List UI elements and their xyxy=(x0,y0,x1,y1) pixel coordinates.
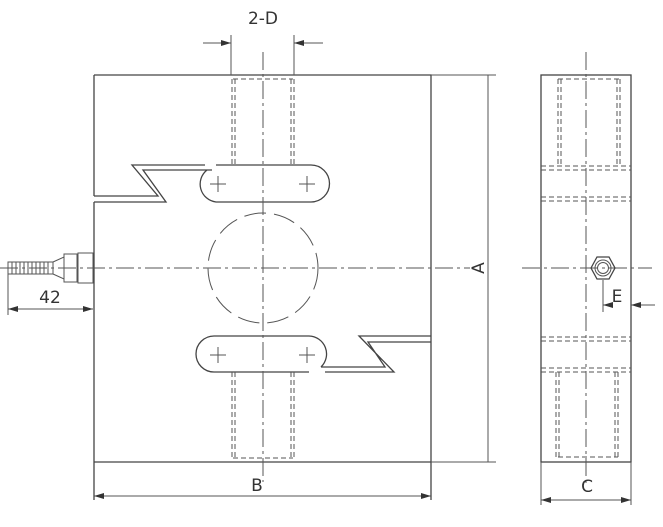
dimension-b: B xyxy=(94,476,431,499)
cable-length-label: 42 xyxy=(39,288,61,308)
hole-spec-label: 2-D xyxy=(248,9,278,29)
width-label: B xyxy=(251,476,263,496)
hex-nut-icon xyxy=(590,256,616,280)
dimension-42: 42 xyxy=(7,274,93,315)
thread-hole-bottom xyxy=(231,372,295,459)
dimension-2d: 2-D xyxy=(203,9,323,75)
height-label: A xyxy=(469,262,489,274)
slot-crosses xyxy=(210,176,315,363)
front-view xyxy=(0,52,470,500)
side-view xyxy=(522,52,652,505)
dimension-c: C xyxy=(541,477,631,503)
cable-connector-icon xyxy=(7,252,94,284)
side-hole-bottom xyxy=(555,372,619,458)
side-hole-top xyxy=(557,78,621,165)
dimension-e: E xyxy=(602,280,655,312)
dimension-a: A xyxy=(431,74,496,463)
thread-hole-top xyxy=(231,78,295,165)
connector-offset-label: E xyxy=(612,287,623,307)
thickness-label: C xyxy=(581,477,593,497)
upper-slot xyxy=(94,164,331,203)
lower-slot xyxy=(195,335,431,373)
